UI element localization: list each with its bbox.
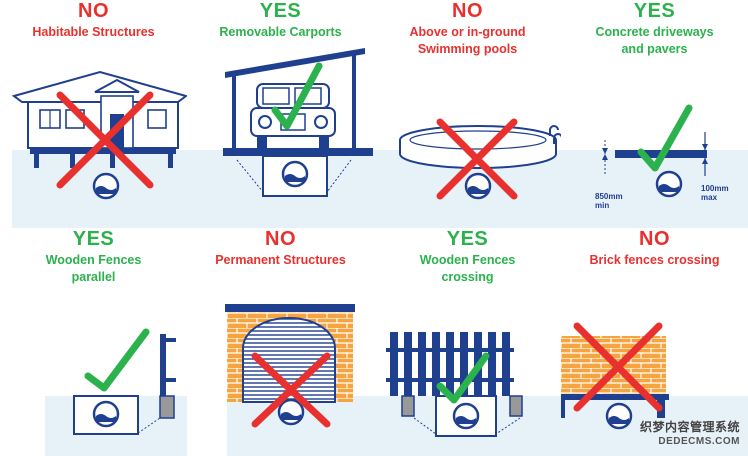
watermark-chinese: 织梦内容管理系统 xyxy=(639,420,740,434)
panel-concrete-driveways: YES Concrete driveways and pavers 850mm … xyxy=(561,0,748,228)
brick-garage-illustration xyxy=(225,304,374,456)
panel-label: Removable Carports xyxy=(219,25,342,39)
panel-label: Brick fences crossing xyxy=(589,253,720,267)
verdict: YES xyxy=(72,228,115,250)
verdict: YES xyxy=(259,0,302,22)
panel-removable-carports: YES Removable Carports xyxy=(187,0,374,228)
brick-fence-illustration xyxy=(561,322,748,456)
verdict: NO xyxy=(265,228,296,250)
driveway-illustration xyxy=(561,104,748,228)
pipe-icon xyxy=(464,172,492,200)
parallel-fence-illustration xyxy=(45,328,187,456)
panel-wooden-fences-crossing: YES Wooden Fences crossing xyxy=(374,228,561,456)
panel-label: Permanent Structures xyxy=(215,253,346,267)
panel-label: Above or in-ground Swimming pools xyxy=(409,25,526,56)
verdict: YES xyxy=(446,228,489,250)
pipe-icon xyxy=(92,172,120,200)
house-illustration xyxy=(11,70,187,228)
verdict: NO xyxy=(78,0,109,22)
panel-label: Wooden Fences crossing xyxy=(419,253,516,284)
pipe-icon xyxy=(605,402,633,430)
carport-illustration xyxy=(187,48,374,228)
pipe-icon xyxy=(277,398,305,426)
verdict: NO xyxy=(452,0,483,22)
check-icon xyxy=(436,352,490,404)
roller-door xyxy=(242,317,336,403)
panel-permanent-structures: NO Permanent Structures xyxy=(187,228,374,456)
watermark-url: DEDECMS.COM xyxy=(658,436,740,447)
panel-wooden-fences-parallel: YES Wooden Fences parallel xyxy=(0,228,187,456)
pipe-icon xyxy=(655,170,683,198)
pool-illustration xyxy=(374,118,561,228)
panel-swimming-pools: NO Above or in-ground Swimming pools xyxy=(374,0,561,228)
pipe-icon xyxy=(92,400,120,428)
min-measurement: 850mm min xyxy=(595,192,623,210)
verdict: YES xyxy=(633,0,676,22)
verdict: NO xyxy=(639,228,670,250)
panel-brick-fences-crossing: NO Brick fences crossing xyxy=(561,228,748,456)
crossing-fence-illustration xyxy=(374,332,561,456)
check-icon xyxy=(637,104,693,172)
panel-label: Habitable Structures xyxy=(32,25,155,39)
panel-habitable-structures: NO Habitable Structures xyxy=(0,0,187,228)
pipe-icon xyxy=(452,402,480,430)
pipe-icon xyxy=(281,160,309,188)
max-measurement: 100mm max xyxy=(701,184,729,202)
check-icon xyxy=(271,62,323,130)
panel-label: Wooden Fences parallel xyxy=(45,253,142,284)
panel-label: Concrete driveways and pavers xyxy=(595,25,714,56)
check-icon xyxy=(84,328,150,392)
